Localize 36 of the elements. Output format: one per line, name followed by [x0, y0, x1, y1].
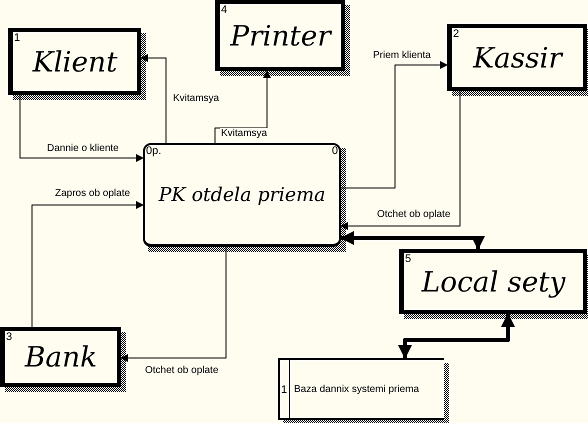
- node-title: Kassir: [472, 41, 564, 74]
- arrow: [140, 54, 166, 144]
- edge-label: Kvitamsya: [172, 93, 220, 105]
- edge-label: Otchet ob oplate: [376, 209, 452, 221]
- store-number: 1: [281, 384, 288, 396]
- external-entity-box: [0, 327, 121, 387]
- node-number: 1: [14, 32, 20, 44]
- node-title: Klient: [31, 45, 118, 78]
- edge-label: Kvitamsya: [220, 128, 268, 140]
- external-entity-box: [8, 28, 141, 95]
- arrow: [398, 313, 515, 359]
- external-entity-box: [447, 24, 587, 91]
- arrow: [32, 201, 144, 328]
- node-number: 5: [405, 253, 412, 265]
- edge-label: Otchet ob oplate: [144, 365, 220, 377]
- arrow: [340, 90, 460, 230]
- node-title: Printer: [228, 19, 334, 52]
- node-title: PK otdela priema: [157, 184, 326, 206]
- arrow: [340, 231, 485, 250]
- node-number: 3: [6, 331, 12, 343]
- node-title: Bank: [24, 340, 98, 374]
- node-number: 4: [221, 4, 228, 16]
- node-title: Local sety: [420, 265, 566, 298]
- external-entity-box: [215, 0, 345, 71]
- data-store: [278, 358, 444, 420]
- node-number: 0p.: [146, 145, 162, 157]
- edge-label: Zapros ob oplate: [54, 188, 132, 200]
- node-number: 0: [332, 145, 338, 157]
- arrow: [340, 61, 448, 188]
- store-title: Baza dannix systemi priema: [294, 384, 420, 396]
- external-entity-box: [399, 249, 587, 314]
- arrow: [120, 246, 226, 362]
- node-number: 2: [453, 28, 460, 40]
- process-box: [143, 143, 341, 247]
- arrow: [20, 94, 144, 162]
- arrow: [214, 70, 271, 144]
